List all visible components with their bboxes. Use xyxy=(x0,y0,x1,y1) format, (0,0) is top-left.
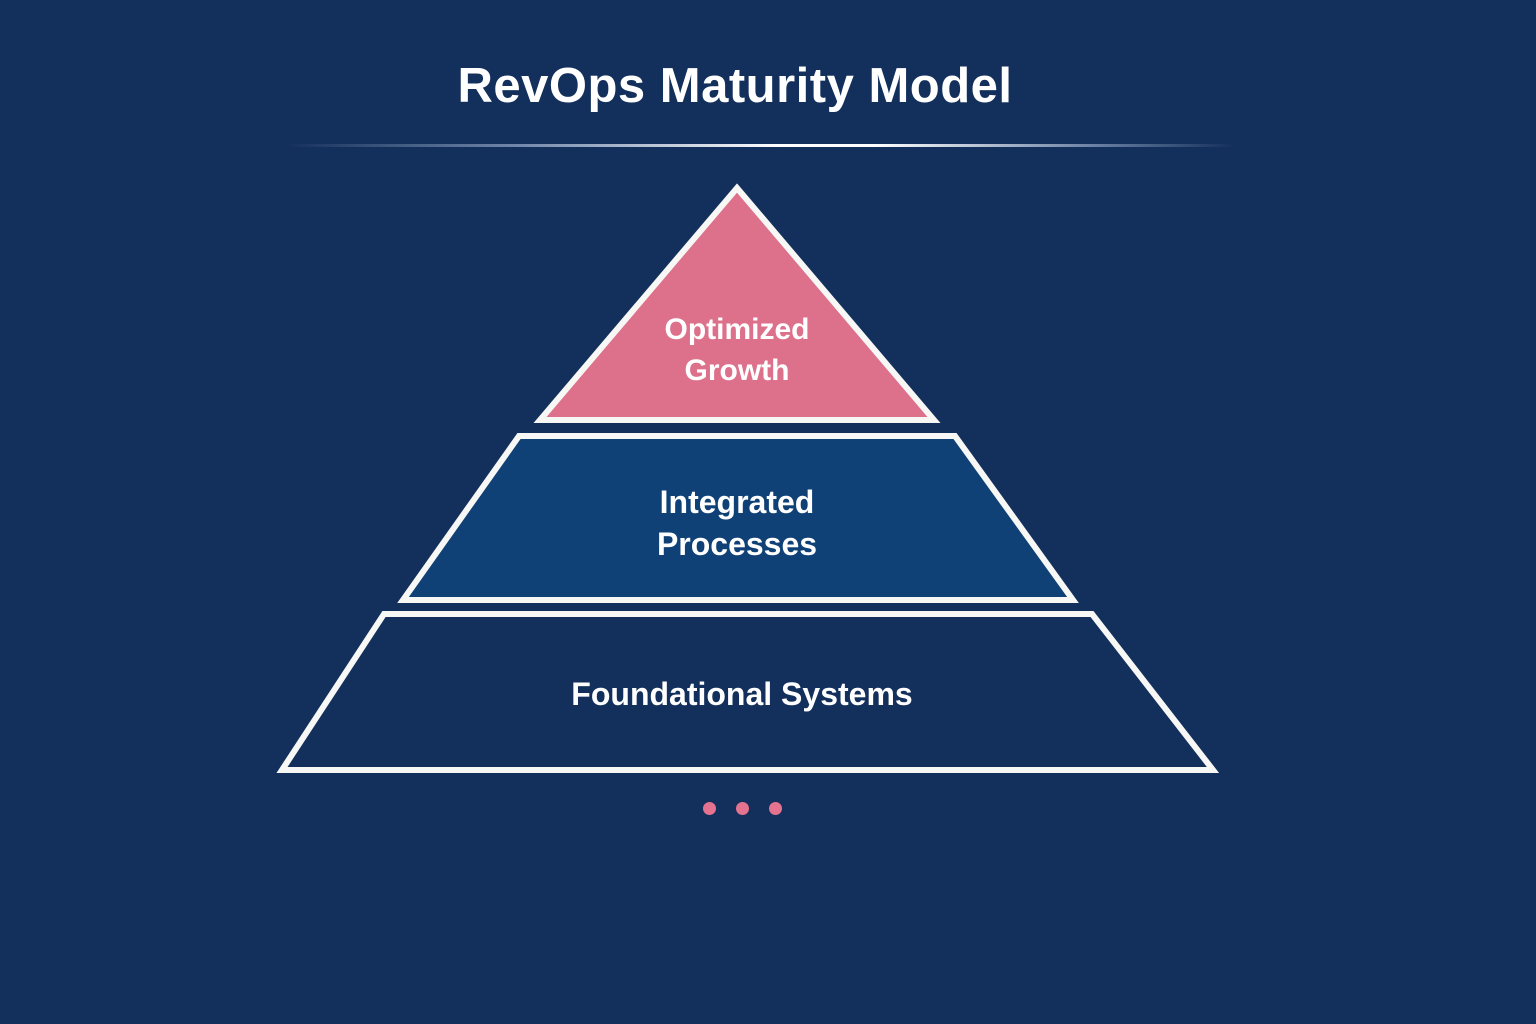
tier-label-foundational-systems: Foundational Systems xyxy=(571,676,913,712)
pyramid-tier-top-shape xyxy=(533,183,941,423)
pagination-dot[interactable] xyxy=(769,802,782,815)
page-title: RevOps Maturity Model xyxy=(457,59,1013,113)
pagination-dot[interactable] xyxy=(736,802,749,815)
pyramid-tier-middle-shape xyxy=(397,433,1079,603)
pagination-dot[interactable] xyxy=(703,802,716,815)
pagination-dots xyxy=(703,802,782,815)
title-divider xyxy=(285,144,1235,147)
pyramid-tier-bottom-shape xyxy=(276,611,1220,773)
tier-label-integrated-processes: Integrated Processes xyxy=(656,484,818,562)
tier-label-optimized-growth: Optimized Growth xyxy=(664,313,810,387)
